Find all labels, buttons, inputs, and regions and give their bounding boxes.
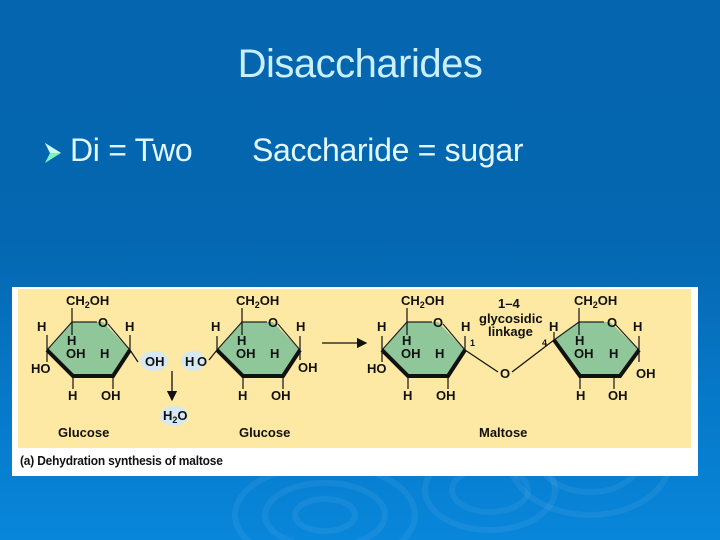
svg-text:CH2OH: CH2OH bbox=[66, 293, 109, 310]
h-highlight-bubble bbox=[181, 351, 205, 371]
svg-text:OH: OH bbox=[101, 388, 121, 403]
svg-text:O: O bbox=[433, 315, 443, 330]
svg-text:H: H bbox=[237, 333, 246, 348]
svg-text:H: H bbox=[67, 333, 76, 348]
dehydration-synthesis-diagram: CH2OH O H H H OH H HO H OH Glucose OH H … bbox=[31, 293, 656, 440]
svg-text:OH: OH bbox=[608, 388, 628, 403]
bullet-text-di: Di = Two bbox=[70, 132, 193, 168]
maltose-structure: CH2OH O H H H OH H HO H OH O 1 4 1–4 gly… bbox=[367, 293, 656, 440]
svg-text:H: H bbox=[609, 346, 618, 361]
svg-text:H: H bbox=[402, 333, 411, 348]
svg-text:H: H bbox=[575, 333, 584, 348]
svg-text:H: H bbox=[125, 319, 134, 334]
svg-text:H: H bbox=[238, 388, 247, 403]
svg-text:OH: OH bbox=[636, 366, 656, 381]
svg-text:OH: OH bbox=[66, 346, 86, 361]
svg-text:CH2OH: CH2OH bbox=[401, 293, 444, 310]
svg-text:H: H bbox=[435, 346, 444, 361]
svg-text:O: O bbox=[607, 315, 617, 330]
svg-text:O: O bbox=[500, 366, 510, 381]
svg-text:H: H bbox=[461, 319, 470, 334]
svg-text:1–4: 1–4 bbox=[498, 296, 520, 311]
svg-text:H: H bbox=[211, 319, 220, 334]
svg-text:HO: HO bbox=[31, 361, 51, 376]
svg-text:H: H bbox=[100, 346, 109, 361]
svg-text:H: H bbox=[37, 319, 46, 334]
svg-text:CH2OH: CH2OH bbox=[574, 293, 617, 310]
svg-text:CH2OH: CH2OH bbox=[236, 293, 279, 310]
svg-text:H: H bbox=[549, 319, 558, 334]
svg-text:OH: OH bbox=[401, 346, 421, 361]
svg-text:O: O bbox=[98, 315, 108, 330]
svg-text:HO: HO bbox=[367, 361, 387, 376]
bullet-text-saccharide: Saccharide = sugar bbox=[252, 132, 524, 168]
svg-text:4: 4 bbox=[542, 338, 547, 348]
arrowhead-bullet-icon bbox=[45, 143, 61, 163]
svg-text:OH: OH bbox=[236, 346, 256, 361]
svg-text:Glucose: Glucose bbox=[58, 425, 109, 440]
svg-text:H: H bbox=[185, 354, 194, 369]
figure-frame: CH2OH O H H H OH H HO H OH Glucose OH H … bbox=[12, 287, 698, 476]
svg-text:OH: OH bbox=[271, 388, 291, 403]
svg-text:Maltose: Maltose bbox=[479, 425, 527, 440]
svg-text:H: H bbox=[576, 388, 585, 403]
water-highlight-bubble bbox=[160, 406, 188, 426]
svg-text:H: H bbox=[377, 319, 386, 334]
svg-text:linkage: linkage bbox=[488, 324, 533, 339]
svg-text:H2O: H2O bbox=[163, 408, 188, 425]
svg-text:H: H bbox=[403, 388, 412, 403]
svg-text:OH: OH bbox=[574, 346, 594, 361]
svg-text:Glucose: Glucose bbox=[239, 425, 290, 440]
svg-text:OH: OH bbox=[436, 388, 456, 403]
svg-text:H: H bbox=[68, 388, 77, 403]
svg-text:glycosidic: glycosidic bbox=[479, 311, 543, 326]
svg-text:H: H bbox=[296, 319, 305, 334]
figure-caption: (a) Dehydration synthesis of maltose bbox=[20, 453, 223, 468]
glucose-1-structure: CH2OH O H H H OH H HO H OH Glucose bbox=[31, 293, 139, 440]
svg-text:O: O bbox=[197, 354, 207, 369]
slide-title: Disaccharides bbox=[237, 42, 483, 86]
svg-text:OH: OH bbox=[145, 354, 165, 369]
svg-text:H: H bbox=[270, 346, 279, 361]
svg-text:OH: OH bbox=[298, 360, 318, 375]
oh-highlight-bubble bbox=[140, 351, 168, 371]
svg-text:O: O bbox=[268, 315, 278, 330]
svg-text:H: H bbox=[633, 319, 642, 334]
svg-text:1: 1 bbox=[470, 338, 475, 348]
glucose-2-structure: CH2OH O H H H OH H O OH H OH Glucose bbox=[197, 293, 318, 440]
